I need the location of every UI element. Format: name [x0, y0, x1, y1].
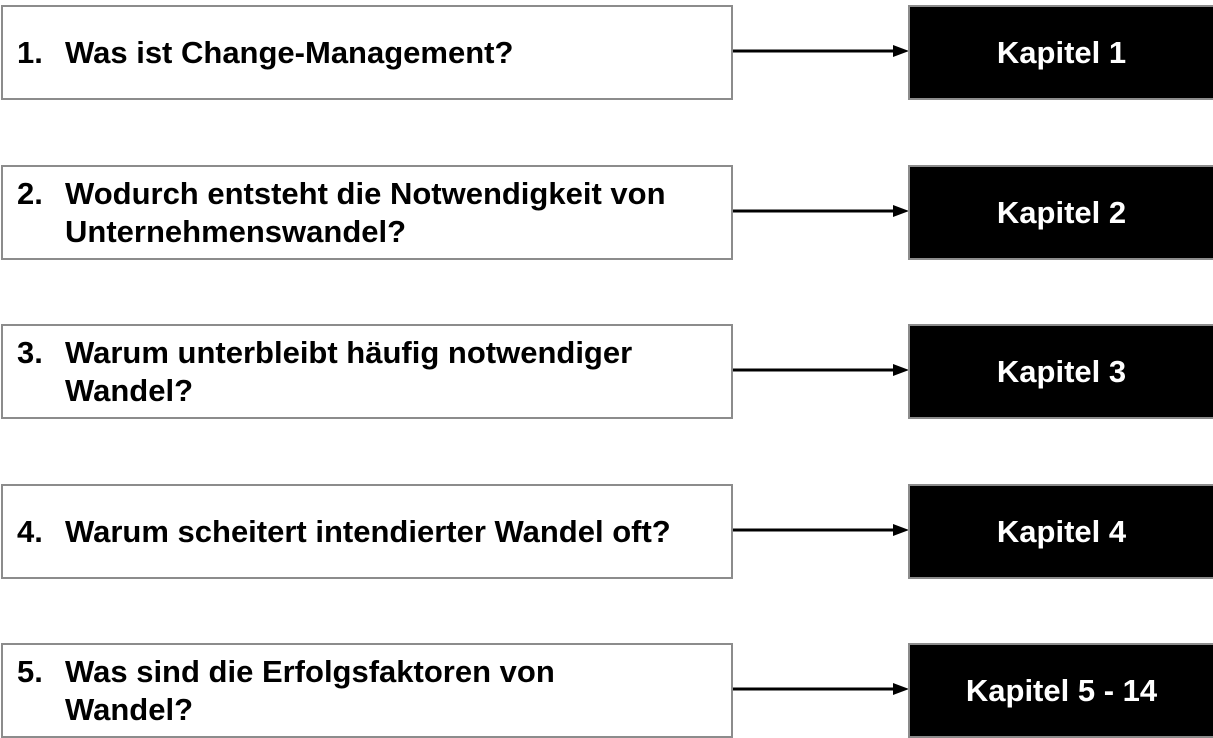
- question-box-2: 2. Wodurch entsteht die Notwendigkeit vo…: [1, 165, 733, 260]
- chapter-label-5: Kapitel 5 - 14: [965, 672, 1158, 708]
- question-number-2: 2.: [17, 175, 43, 211]
- chapter-label-4: Kapitel 4: [996, 513, 1127, 549]
- question-text-2: Wodurch entsteht die Notwendigkeit von U…: [65, 175, 666, 249]
- chapter-box-4: Kapitel 4: [908, 484, 1213, 579]
- question-box-1: 1. Was ist Change-Management?: [1, 5, 733, 100]
- row-2: 2. Wodurch entsteht die Notwendigkeit vo…: [0, 165, 1213, 260]
- arrow-3: [733, 364, 909, 376]
- question-number-1: 1.: [17, 34, 43, 70]
- question-text-1: Was ist Change-Management?: [65, 34, 514, 70]
- chapter-box-2: Kapitel 2: [908, 165, 1213, 260]
- chapter-box-3: Kapitel 3: [908, 324, 1213, 419]
- row-3: 3. Warum unterbleibt häufig notwendiger …: [0, 324, 1213, 419]
- arrow-5: [733, 683, 909, 695]
- chapter-label-3: Kapitel 3: [996, 353, 1127, 389]
- row-4: 4. Warum scheitert intendierter Wandel o…: [0, 484, 1213, 579]
- question-number-3: 3.: [17, 334, 43, 370]
- chapter-box-5: Kapitel 5 - 14: [908, 643, 1213, 738]
- row-5: 5. Was sind die Erfolgsfaktoren von Wand…: [0, 643, 1213, 738]
- arrow-4: [733, 524, 909, 536]
- question-box-3: 3. Warum unterbleibt häufig notwendiger …: [1, 324, 733, 419]
- chapter-box-1: Kapitel 1: [908, 5, 1213, 100]
- question-text-4: Warum scheitert intendierter Wandel oft?: [65, 513, 671, 549]
- question-number-4: 4.: [17, 513, 43, 549]
- row-1: 1. Was ist Change-Management? Kapitel 1: [0, 5, 1213, 100]
- question-box-5: 5. Was sind die Erfolgsfaktoren von Wand…: [1, 643, 733, 738]
- arrow-2: [733, 205, 909, 217]
- chapter-label-1: Kapitel 1: [996, 34, 1127, 70]
- question-text-3: Warum unterbleibt häufig notwendiger Wan…: [65, 334, 633, 408]
- chapter-label-2: Kapitel 2: [996, 194, 1127, 230]
- question-box-4: 4. Warum scheitert intendierter Wandel o…: [1, 484, 733, 579]
- question-number-5: 5.: [17, 653, 43, 689]
- question-text-5: Was sind die Erfolgsfaktoren von Wandel?: [65, 653, 555, 727]
- arrow-1: [733, 45, 909, 57]
